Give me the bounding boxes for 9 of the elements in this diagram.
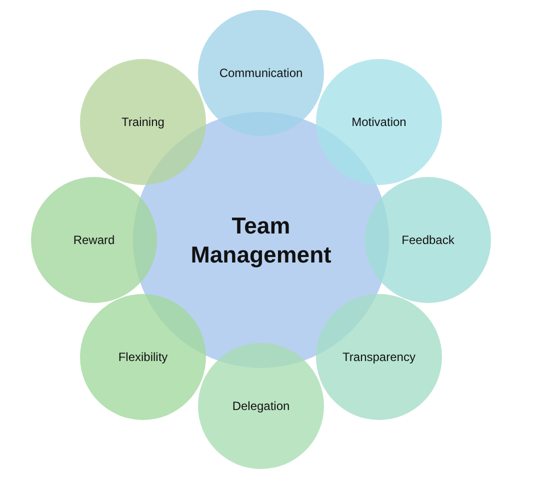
circle-label: Flexibility: [117, 350, 169, 364]
circle-label: Transparency: [342, 350, 416, 364]
circle-label: Delegation: [231, 399, 291, 413]
center-label: Team Management: [190, 211, 332, 269]
circle-label: Reward: [72, 233, 116, 247]
circle-label: Communication: [218, 66, 304, 80]
circle-label: Feedback: [400, 233, 456, 247]
circle-label: Training: [120, 115, 166, 129]
circle-label: Motivation: [350, 115, 408, 129]
